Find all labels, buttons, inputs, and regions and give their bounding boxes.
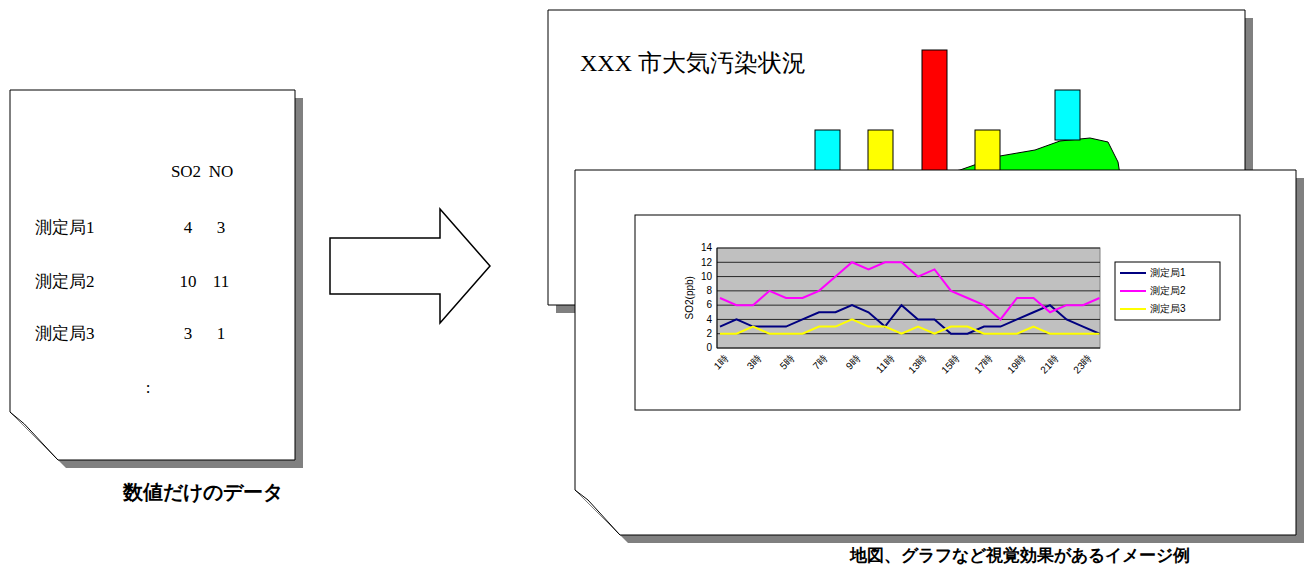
- y-tick-label: 0: [706, 342, 712, 354]
- series-line: [720, 262, 1100, 319]
- x-tick-label: 3時: [745, 353, 764, 372]
- x-tick-label: 13時: [906, 353, 929, 376]
- y-tick-label: 4: [706, 314, 712, 326]
- y-tick-label: 10: [701, 271, 712, 283]
- plot-area: [717, 248, 1100, 348]
- y-tick-label: 12: [701, 257, 712, 269]
- block-arrow: [330, 209, 490, 323]
- page-title: XXX 市大気汚染状況: [580, 50, 806, 78]
- series-line: [720, 319, 1100, 333]
- gridline: [717, 319, 1100, 320]
- y-tick-label: 6: [706, 299, 712, 311]
- map-bar: [868, 130, 893, 305]
- y-tick-label: 2: [706, 328, 712, 340]
- x-tick-label: 1時: [712, 353, 731, 372]
- legend-label: 測定局3: [1150, 303, 1186, 315]
- ellipsis-mark: :: [146, 378, 151, 398]
- x-tick-label: 9時: [844, 353, 863, 372]
- map-bar: [922, 50, 947, 305]
- station-name: 測定局2: [35, 272, 95, 292]
- gridline: [717, 290, 1100, 291]
- chart-frame: [635, 215, 1240, 410]
- x-axis: [717, 348, 1100, 349]
- gridline: [717, 262, 1100, 263]
- y-tick-label: 8: [706, 285, 712, 297]
- legend-sample: [1120, 290, 1146, 292]
- series-line: [720, 305, 1100, 334]
- table-cell: 4: [184, 218, 193, 238]
- table-cell: 11: [213, 272, 229, 292]
- map-bar-edge: [760, 170, 785, 172]
- data-series: [720, 262, 1100, 333]
- legend-box: [1115, 262, 1220, 320]
- gridlines: [717, 248, 1100, 334]
- table-cell: 3: [217, 218, 226, 238]
- x-tick-label: 7時: [811, 353, 830, 372]
- map-bar: [815, 130, 840, 305]
- table-cell: SO2: [171, 162, 201, 182]
- x-tick-label: 17時: [972, 353, 995, 376]
- legend-label: 測定局1: [1150, 267, 1186, 279]
- table-cell: 1: [217, 324, 226, 344]
- gridline: [717, 276, 1100, 277]
- y-tick-label: 14: [701, 242, 712, 254]
- map-bar: [975, 130, 1000, 305]
- legend-sample: [1120, 272, 1146, 274]
- x-tick-label: 5時: [778, 353, 797, 372]
- chart-page: [575, 170, 1296, 535]
- y-axis: [717, 248, 718, 348]
- table-cell: 10: [180, 272, 197, 292]
- page-fold: [10, 412, 58, 460]
- x-tick-label: 21時: [1038, 353, 1061, 376]
- page-outline: [548, 10, 1245, 305]
- x-tick-label: 23時: [1071, 353, 1094, 376]
- table-cell: 3: [184, 324, 193, 344]
- x-tick-label: 11時: [874, 353, 897, 376]
- legend-samples: [1120, 273, 1146, 309]
- gridline: [717, 248, 1100, 249]
- page-fold: [575, 490, 620, 535]
- legend-sample: [1120, 308, 1146, 310]
- y-axis-title: SO2(ppb): [684, 276, 696, 319]
- x-tick-label: 15時: [939, 353, 962, 376]
- table-cell: NO: [209, 162, 234, 182]
- x-tick-label: 19時: [1005, 353, 1028, 376]
- legend-label: 測定局2: [1150, 285, 1186, 297]
- station-name: 測定局3: [35, 324, 95, 344]
- map-bar: [1055, 90, 1080, 140]
- station-name: 測定局1: [35, 218, 95, 238]
- page-outline: [10, 90, 295, 460]
- caption: 数値だけのデータ: [123, 481, 283, 504]
- caption: 地図、グラフなど視覚効果があるイメージ例: [850, 546, 1190, 566]
- data-page: SO2 NO 測定局1 4 3 測定局2 10 11 測定局3 3 1:: [10, 90, 295, 460]
